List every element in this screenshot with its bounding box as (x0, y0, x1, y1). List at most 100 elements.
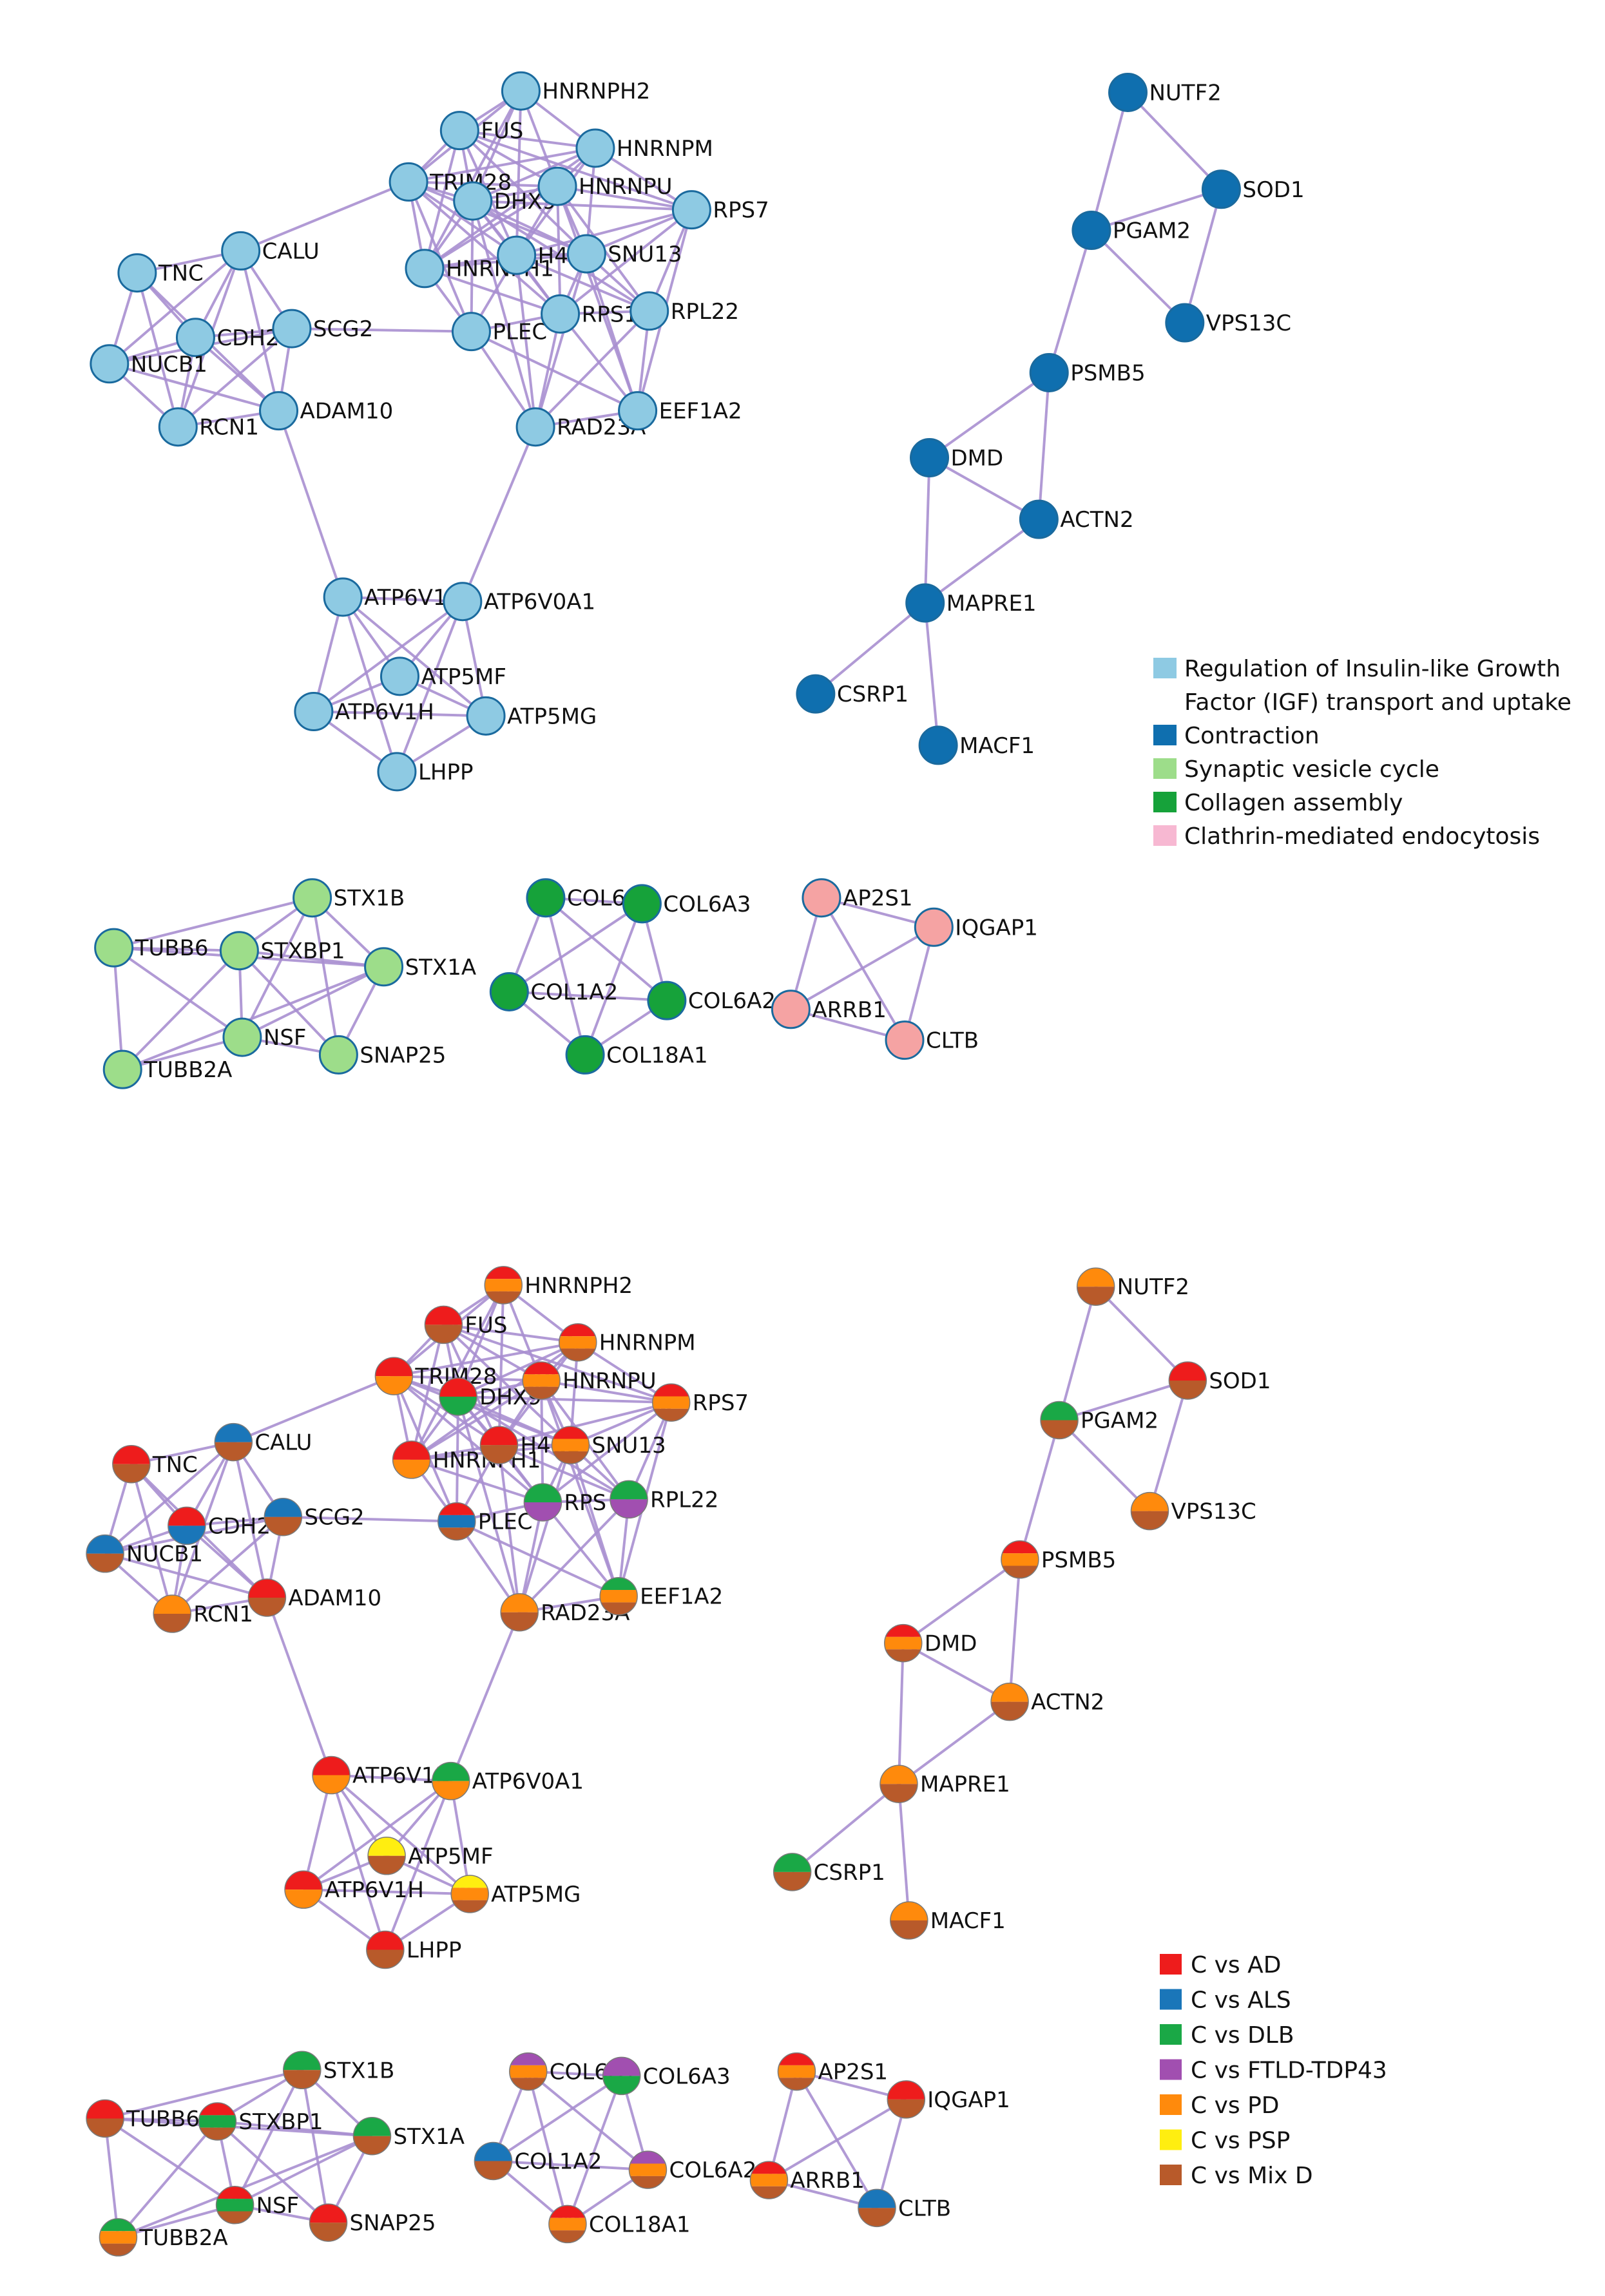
top-node-ATP6V1H[interactable]: ATP6V1H (294, 691, 434, 731)
bottom-node-MAPRE1[interactable]: MAPRE1 (879, 1765, 1010, 1803)
top-node-circle-COL6A3[interactable] (622, 884, 662, 924)
top-node-circle-PLEC[interactable] (451, 312, 491, 352)
top-node-PLEC[interactable]: PLEC (451, 312, 547, 352)
top-node-circle-ATP6V0A1[interactable] (443, 582, 483, 622)
bottom-node-ATP6V1D[interactable]: ATP6V1D (312, 1755, 452, 1795)
bottom-node-SCG2[interactable]: SCG2 (264, 1497, 365, 1536)
top-node-VPS13C[interactable]: VPS13C (1165, 303, 1291, 343)
bottom-node-AP2S1[interactable]: AP2S1 (777, 2052, 888, 2091)
bottom-node-CLTB[interactable]: CLTB (858, 2188, 951, 2228)
top-node-circle-ATP5MG[interactable] (466, 696, 506, 736)
top-node-RPL22[interactable]: RPL22 (630, 291, 739, 331)
top-node-circle-PGAM2[interactable] (1072, 211, 1111, 251)
top-node-circle-ACTN2[interactable] (1019, 499, 1059, 539)
top-node-AP2S1[interactable]: AP2S1 (802, 878, 913, 918)
top-node-circle-COL6A2[interactable] (647, 981, 687, 1020)
top-node-TNC[interactable]: TNC (117, 253, 204, 293)
top-node-circle-CSRP1[interactable] (796, 674, 836, 714)
top-node-DMD[interactable]: DMD (910, 438, 1004, 478)
bottom-node-HNRNPU[interactable]: HNRNPU (522, 1361, 657, 1400)
bottom-node-NUTF2[interactable]: NUTF2 (1076, 1267, 1189, 1306)
top-node-circle-NUTF2[interactable] (1108, 72, 1148, 112)
top-node-ATP5MG[interactable]: ATP5MG (466, 696, 597, 736)
top-node-circle-ATP5MF[interactable] (380, 656, 419, 696)
bottom-node-COL18A1[interactable]: COL18A1 (548, 2205, 691, 2244)
top-node-circle-COL1A2[interactable] (489, 971, 529, 1011)
top-node-circle-STX1B[interactable] (293, 878, 332, 918)
top-node-SCG2[interactable]: SCG2 (272, 309, 373, 349)
bottom-node-VPS13C[interactable]: VPS13C (1130, 1491, 1256, 1531)
bottom-node-RPS7[interactable]: RPS7 (651, 1383, 749, 1422)
bottom-node-CALU[interactable]: CALU (214, 1422, 312, 1462)
top-node-COL18A1[interactable]: COL18A1 (565, 1035, 708, 1075)
top-node-CDH2[interactable]: CDH2 (175, 318, 280, 358)
bottom-node-SNAP25[interactable]: SNAP25 (309, 2203, 436, 2242)
bottom-node-COL6A2[interactable]: COL6A2 (628, 2150, 756, 2189)
top-node-circle-ARRB1[interactable] (771, 990, 811, 1029)
top-node-ATP6V0A1[interactable]: ATP6V0A1 (443, 582, 595, 622)
bottom-node-ARRB1[interactable]: ARRB1 (749, 2161, 865, 2199)
bottom-node-MACF1[interactable]: MACF1 (890, 1901, 1006, 1940)
top-node-LHPP[interactable]: LHPP (377, 752, 474, 792)
bottom-node-NUCB1[interactable]: NUCB1 (86, 1534, 203, 1573)
top-node-circle-SNU13[interactable] (566, 234, 606, 274)
top-node-circle-RPS11[interactable] (541, 294, 581, 334)
bottom-node-ATP6V0A1[interactable]: ATP6V0A1 (431, 1761, 584, 1801)
top-node-circle-SNAP25[interactable] (318, 1035, 358, 1075)
top-node-circle-COL6A1[interactable] (526, 878, 566, 918)
top-node-circle-RPS7[interactable] (671, 190, 711, 230)
top-node-HNRNPH1[interactable]: HNRNPH1 (405, 249, 554, 289)
bottom-node-PLEC[interactable]: PLEC (437, 1502, 533, 1541)
bottom-node-STXBP1[interactable]: STXBP1 (198, 2102, 323, 2141)
top-node-EEF1A2[interactable]: EEF1A2 (618, 391, 742, 431)
top-node-SNU13[interactable]: SNU13 (566, 234, 682, 274)
top-node-HNRNPU[interactable]: HNRNPU (537, 166, 673, 206)
bottom-node-COL1A2[interactable]: COL1A2 (474, 2141, 602, 2181)
top-node-circle-H4C1[interactable] (497, 235, 537, 275)
top-node-SNAP25[interactable]: SNAP25 (318, 1035, 446, 1075)
top-node-TUBB6[interactable]: TUBB6 (94, 928, 209, 968)
bottom-node-LHPP[interactable]: LHPP (366, 1930, 462, 1969)
top-node-circle-STX1A[interactable] (364, 947, 404, 987)
bottom-node-ATP5MF[interactable]: ATP5MF (367, 1837, 494, 1875)
bottom-node-EEF1A2[interactable]: EEF1A2 (599, 1576, 723, 1616)
bottom-node-RCN1[interactable]: RCN1 (153, 1594, 253, 1633)
bottom-node-DMD[interactable]: DMD (884, 1623, 977, 1663)
top-node-circle-CALU[interactable] (221, 231, 261, 271)
top-node-NSF[interactable]: NSF (222, 1017, 307, 1057)
top-node-HNRNPM[interactable]: HNRNPM (575, 128, 713, 168)
bottom-node-PSMB5[interactable]: PSMB5 (1001, 1540, 1116, 1579)
top-node-MAPRE1[interactable]: MAPRE1 (905, 583, 1037, 623)
top-node-RPS7[interactable]: RPS7 (671, 190, 769, 230)
top-node-TUBB2A[interactable]: TUBB2A (102, 1049, 232, 1089)
top-node-circle-SOD1[interactable] (1201, 169, 1241, 209)
top-node-FUS[interactable]: FUS (439, 111, 523, 151)
top-node-circle-MAPRE1[interactable] (905, 583, 945, 623)
top-node-STX1B[interactable]: STX1B (293, 878, 405, 918)
top-node-circle-HNRNPU[interactable] (537, 166, 577, 206)
top-node-circle-MACF1[interactable] (918, 725, 958, 765)
top-node-circle-DHX9[interactable] (453, 181, 493, 221)
top-node-STX1A[interactable]: STX1A (364, 947, 477, 987)
top-node-circle-HNRNPH2[interactable] (501, 71, 541, 111)
bottom-node-STX1A[interactable]: STX1A (352, 2117, 465, 2156)
bottom-node-CSRP1[interactable]: CSRP1 (773, 1853, 885, 1891)
top-node-circle-TUBB6[interactable] (94, 928, 134, 968)
bottom-node-SNU13[interactable]: SNU13 (551, 1426, 666, 1464)
top-node-MACF1[interactable]: MACF1 (918, 725, 1035, 765)
top-node-COL1A2[interactable]: COL1A2 (489, 971, 618, 1011)
bottom-node-COL6A3[interactable]: COL6A3 (602, 2056, 731, 2096)
top-node-STXBP1[interactable]: STXBP1 (219, 931, 345, 971)
top-node-circle-SCG2[interactable] (272, 309, 312, 349)
bottom-node-HNRNPM[interactable]: HNRNPM (559, 1323, 696, 1362)
bottom-node-IQGAP1[interactable]: IQGAP1 (887, 2080, 1010, 2119)
top-node-circle-STXBP1[interactable] (219, 931, 259, 971)
bottom-node-TUBB6[interactable]: TUBB6 (86, 2099, 200, 2138)
bottom-node-HNRNPH2[interactable]: HNRNPH2 (484, 1266, 633, 1305)
top-node-circle-TRIM28[interactable] (389, 162, 428, 202)
bottom-node-TNC[interactable]: TNC (112, 1445, 198, 1484)
top-node-circle-PSMB5[interactable] (1029, 352, 1069, 392)
top-node-CALU[interactable]: CALU (221, 231, 320, 271)
top-node-circle-COL18A1[interactable] (565, 1035, 605, 1075)
top-node-circle-HNRNPH1[interactable] (405, 249, 445, 289)
